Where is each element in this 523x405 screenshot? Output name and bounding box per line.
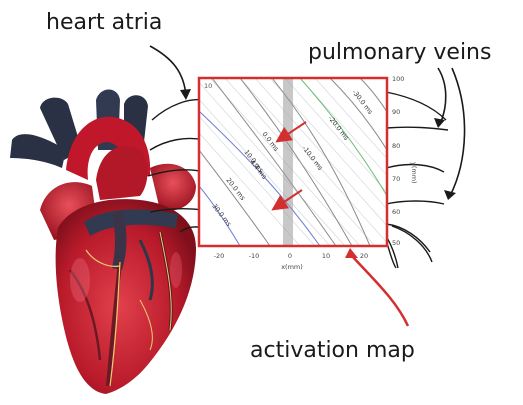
y-tick: 70	[392, 175, 400, 183]
x-tick: 10	[322, 252, 330, 260]
y-tick: 60	[392, 208, 400, 216]
heart-atria-label: heart atria	[46, 10, 162, 35]
heart-atria-leader	[150, 46, 186, 96]
x-axis-ticks: -20 -10 0 10 20	[214, 252, 368, 260]
pulmonary-veins-label: pulmonary veins	[308, 40, 491, 65]
x-tick: -10	[249, 252, 260, 260]
heart-atria-arrowhead	[180, 89, 191, 100]
x-tick: 20	[360, 252, 368, 260]
activation-map-label: activation map	[250, 338, 415, 363]
x-axis-label: x(mm)	[281, 263, 303, 271]
y-tick: 50	[392, 239, 400, 247]
y-axis-ticks: 100 90 80 70 60 50	[392, 75, 404, 247]
x-tick: 0	[288, 252, 292, 260]
y-tick: 80	[392, 142, 400, 150]
map-corner-label: 10	[204, 82, 212, 90]
activation-map-leader	[352, 256, 408, 326]
pulmonary-veins-leader-2	[450, 68, 465, 196]
activation-map-arrowhead	[345, 248, 358, 258]
map-scan-band	[283, 78, 293, 246]
x-tick: -20	[214, 252, 225, 260]
pulmonary-veins-arrowhead-2	[444, 190, 456, 200]
pulmonary-veins-arrowhead-1	[434, 118, 445, 128]
y-tick: 90	[392, 108, 400, 116]
y-tick: 100	[392, 75, 404, 83]
y-axis-label: y(mm)	[410, 162, 418, 184]
heart-illustration	[10, 90, 196, 395]
